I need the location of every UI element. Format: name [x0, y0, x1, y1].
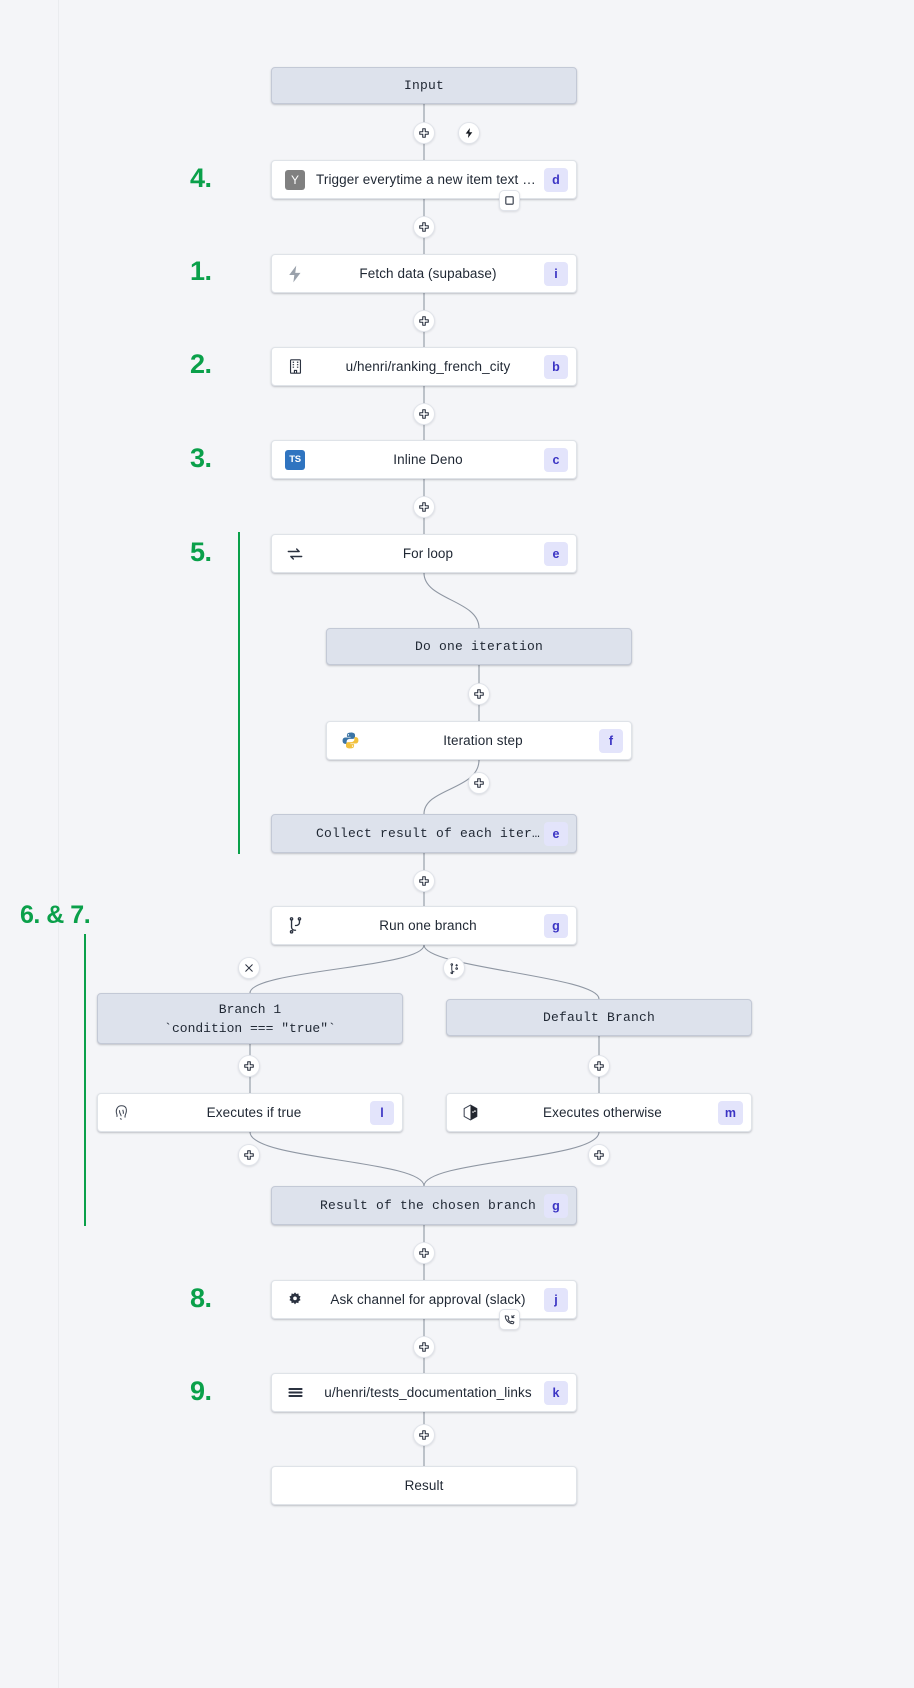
node-executes-if-true-title: Executes if true	[206, 1105, 302, 1120]
add-step-handle-branch-1[interactable]	[238, 1055, 260, 1077]
postgres-elephant-icon	[104, 1094, 138, 1131]
approval-phone-handle[interactable]	[499, 1309, 520, 1330]
node-iteration-step[interactable]: Iteration step f	[326, 721, 632, 760]
yaml-icon-label: Y	[285, 169, 305, 190]
node-executes-if-true-badge: l	[370, 1100, 394, 1125]
trigger-square-handle[interactable]	[499, 190, 520, 211]
node-collect-result[interactable]: Collect result of each iteration e	[271, 814, 577, 853]
node-do-one-iteration[interactable]: Do one iteration	[326, 628, 632, 665]
bun-cube-icon	[453, 1094, 487, 1131]
node-collect-result-title: Collect result of each iteration	[316, 826, 544, 841]
typescript-icon-label: TS	[285, 449, 305, 470]
add-step-handle-executes-otherwise[interactable]	[588, 1144, 610, 1166]
add-step-handle-executes-if-true[interactable]	[238, 1144, 260, 1166]
node-iteration-step-badge: f	[599, 728, 623, 753]
node-run-one-branch-title: Run one branch	[379, 918, 477, 933]
add-step-handle-result-chosen-branch[interactable]	[413, 1242, 435, 1264]
node-collect-result-badge: e	[544, 821, 568, 846]
add-step-handle-inline-deno[interactable]	[413, 496, 435, 518]
node-fetch-data[interactable]: Fetch data (supabase) i	[271, 254, 577, 293]
node-default-branch-title: Default Branch	[542, 1010, 656, 1025]
node-executes-if-true[interactable]: Executes if true l	[97, 1093, 403, 1132]
step-number-9: 9.	[190, 1376, 212, 1406]
node-ask-approval-badge: j	[544, 1287, 568, 1312]
step-number-4: 4.	[190, 163, 212, 193]
node-run-one-branch-badge: g	[544, 913, 568, 938]
typescript-icon: TS	[278, 441, 312, 478]
building-icon	[278, 348, 312, 385]
node-ranking-french-city-title: u/henri/ranking_french_city	[345, 359, 511, 374]
node-result-chosen-branch[interactable]: Result of the chosen branch g	[271, 1186, 577, 1225]
add-step-handle-input[interactable]	[413, 122, 435, 144]
step-number-8: 8.	[190, 1283, 212, 1313]
node-executes-otherwise-title: Executes otherwise	[543, 1105, 662, 1120]
node-for-loop[interactable]: For loop e	[271, 534, 577, 573]
trigger-bolt-handle[interactable]	[458, 122, 480, 144]
node-executes-otherwise[interactable]: Executes otherwise m	[446, 1093, 752, 1132]
node-ask-approval[interactable]: Ask channel for approval (slack) j	[271, 1280, 577, 1319]
node-result[interactable]: Result	[271, 1466, 577, 1505]
node-for-loop-title: For loop	[402, 546, 454, 561]
node-result-chosen-branch-badge: g	[544, 1193, 568, 1218]
yaml-icon: Y	[278, 161, 312, 198]
node-run-one-branch[interactable]: Run one branch g	[271, 906, 577, 945]
node-fetch-data-badge: i	[544, 261, 568, 286]
gear-icon	[278, 1281, 312, 1318]
branch-fork-icon	[278, 907, 312, 944]
loop-scope-bar	[238, 532, 240, 854]
add-step-handle-collect-result[interactable]	[413, 870, 435, 892]
delete-branch-handle[interactable]	[238, 957, 260, 979]
node-result-title: Result	[404, 1478, 444, 1493]
node-iteration-step-title: Iteration step	[443, 733, 523, 748]
step-number-5: 5.	[190, 537, 212, 567]
node-executes-otherwise-badge: m	[717, 1100, 743, 1125]
add-step-handle-do-one-iteration[interactable]	[468, 683, 490, 705]
add-step-handle-iteration-step[interactable]	[468, 772, 490, 794]
node-inline-deno-badge: c	[544, 447, 568, 472]
node-input-title: Input	[403, 78, 444, 93]
step-number-3: 3.	[190, 443, 212, 473]
add-step-handle-ranking[interactable]	[413, 403, 435, 425]
add-step-handle-default-branch[interactable]	[588, 1055, 610, 1077]
add-step-handle-fetch[interactable]	[413, 310, 435, 332]
loop-arrows-icon	[278, 535, 312, 572]
node-inline-deno-title: Inline Deno	[393, 452, 463, 467]
node-ask-approval-title: Ask channel for approval (slack)	[330, 1292, 526, 1307]
add-branch-handle[interactable]	[443, 957, 465, 979]
branch-scope-bar	[84, 934, 86, 1226]
node-tests-documentation-links-badge: k	[544, 1380, 568, 1405]
hamburger-lines-icon	[278, 1374, 312, 1411]
node-tests-documentation-links[interactable]: u/henri/tests_documentation_links k	[271, 1373, 577, 1412]
node-ranking-french-city-badge: b	[544, 354, 568, 379]
node-fetch-data-title: Fetch data (supabase)	[359, 266, 497, 281]
node-branch-1[interactable]: Branch 1 `condition === "true"`	[97, 993, 403, 1044]
step-number-6-and-7: 6. & 7.	[20, 901, 91, 929]
node-default-branch[interactable]: Default Branch	[446, 999, 752, 1036]
node-trigger-title: Trigger everytime a new item text o…	[316, 172, 544, 187]
node-trigger-badge: d	[544, 167, 568, 192]
node-branch-1-condition: `condition === "true"`	[164, 1020, 336, 1036]
step-number-1: 1.	[190, 256, 212, 286]
node-input[interactable]: Input	[271, 67, 577, 104]
supabase-bolt-icon	[278, 255, 312, 292]
page-seam	[58, 0, 59, 1688]
node-result-chosen-branch-title: Result of the chosen branch	[319, 1198, 537, 1213]
node-ranking-french-city[interactable]: u/henri/ranking_french_city b	[271, 347, 577, 386]
node-for-loop-badge: e	[544, 541, 568, 566]
step-number-2: 2.	[190, 349, 212, 379]
add-step-handle-ask-approval[interactable]	[413, 1336, 435, 1358]
node-do-one-iteration-title: Do one iteration	[414, 639, 544, 654]
node-branch-1-title: Branch 1	[218, 1001, 282, 1017]
add-step-handle-trigger[interactable]	[413, 216, 435, 238]
node-trigger[interactable]: Y Trigger everytime a new item text o… d	[271, 160, 577, 199]
python-icon	[333, 722, 367, 759]
add-step-handle-tests-documentation[interactable]	[413, 1424, 435, 1446]
node-tests-documentation-links-title: u/henri/tests_documentation_links	[324, 1385, 532, 1400]
node-inline-deno[interactable]: TS Inline Deno c	[271, 440, 577, 479]
